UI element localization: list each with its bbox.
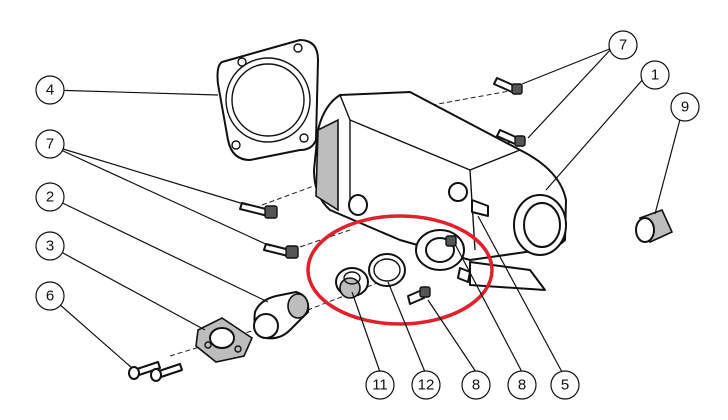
thermostat — [335, 267, 369, 299]
callout-3: 3 — [35, 231, 65, 261]
callout-8-left: 8 — [461, 370, 491, 400]
svg-text:8: 8 — [518, 377, 526, 394]
flange-bolts — [128, 361, 183, 382]
callout-6: 6 — [35, 281, 65, 311]
callout-1: 1 — [640, 60, 670, 90]
svg-text:2: 2 — [46, 189, 54, 206]
svg-text:9: 9 — [681, 99, 689, 116]
callout-7-right: 7 — [608, 30, 638, 60]
callout-8-right: 8 — [507, 370, 537, 400]
callout-12: 12 — [411, 370, 441, 400]
svg-text:6: 6 — [46, 288, 54, 305]
o-ring — [368, 253, 406, 287]
svg-text:1: 1 — [651, 67, 659, 84]
callout-9: 9 — [670, 92, 700, 122]
svg-text:11: 11 — [372, 377, 388, 394]
callout-11: 11 — [365, 370, 395, 400]
callout-5: 5 — [550, 370, 580, 400]
svg-text:7: 7 — [46, 136, 54, 153]
callout-4: 4 — [35, 75, 65, 105]
leader-lines — [49, 47, 684, 373]
housing-bolt-left-upper — [239, 202, 278, 219]
svg-text:3: 3 — [46, 238, 54, 255]
gasket — [216, 39, 319, 161]
svg-text:5: 5 — [561, 377, 569, 394]
svg-text:8: 8 — [472, 377, 480, 394]
svg-text:4: 4 — [46, 82, 54, 99]
pipe-plug — [635, 208, 674, 244]
svg-text:12: 12 — [418, 377, 435, 394]
callout-2: 2 — [35, 182, 65, 212]
adapter-flange — [195, 317, 254, 363]
housing-bolt-upper — [493, 77, 523, 95]
thermostat-housing — [313, 91, 567, 291]
housing-bolt-mid — [496, 129, 526, 147]
svg-text:7: 7 — [619, 37, 627, 54]
bleed-screw — [407, 286, 431, 305]
housing-bolt-left-lower — [263, 243, 299, 259]
housing-fitting — [445, 235, 457, 247]
callout-7-left: 7 — [35, 129, 65, 159]
highlight-ring — [306, 214, 494, 326]
outlet-elbow — [253, 291, 310, 340]
